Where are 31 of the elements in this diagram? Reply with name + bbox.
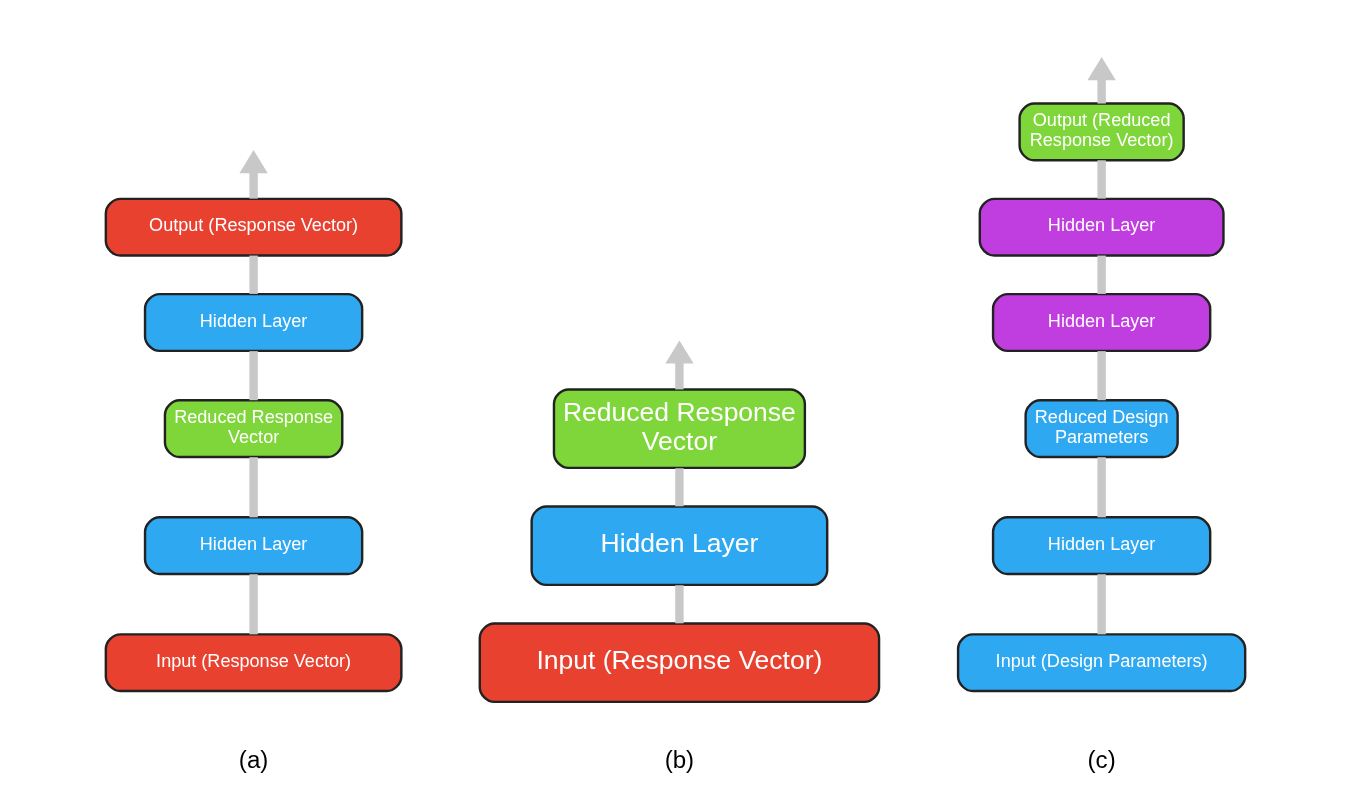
- label: (a): [238, 746, 269, 774]
- node-box: Hidden Layer: [991, 292, 1212, 353]
- node-box: Reduced Response Vector: [163, 399, 344, 459]
- connector: [1097, 255, 1106, 294]
- node-box: Hidden Layer: [143, 292, 364, 353]
- connector: [249, 574, 258, 635]
- node-box: Hidden Layer: [978, 197, 1225, 257]
- node-box: Hidden Layer: [143, 516, 364, 576]
- connector: [1097, 160, 1106, 199]
- connector: [1097, 574, 1106, 635]
- node-box: Reduced Design Parameters: [1024, 399, 1179, 459]
- connector: [249, 457, 258, 518]
- connector: [675, 468, 684, 507]
- connector: [1097, 351, 1106, 401]
- label: (c): [1087, 746, 1116, 774]
- label: (b): [664, 746, 695, 774]
- node-box: Input (Response Vector): [478, 622, 881, 704]
- connector: [1097, 457, 1106, 518]
- node-box: Reduced Response Vector: [552, 388, 807, 470]
- arrow: [239, 150, 268, 199]
- node-box: Hidden Layer: [530, 505, 829, 587]
- connector: [675, 585, 684, 624]
- node-box: Output (Response Vector): [104, 197, 403, 257]
- node-box: Input (Design Parameters): [956, 633, 1247, 693]
- node-box: Output (Reduced Response Vector): [1018, 102, 1185, 162]
- connector: [249, 351, 258, 401]
- node-box: Input (Response Vector): [104, 633, 403, 693]
- node-box: Hidden Layer: [991, 516, 1212, 576]
- arrow: [1087, 57, 1116, 104]
- arrow: [665, 340, 694, 390]
- connector: [249, 255, 258, 294]
